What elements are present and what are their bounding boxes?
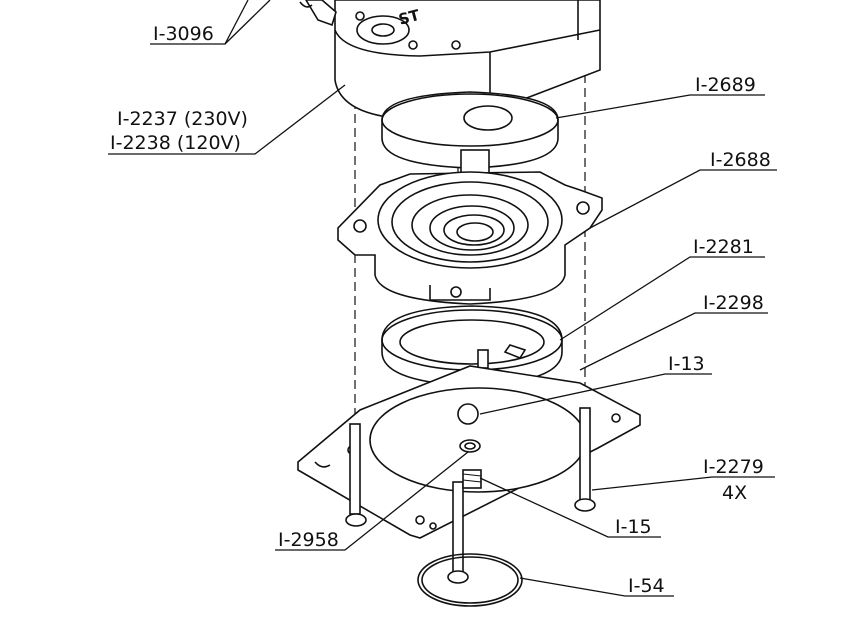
leader-lines [108,0,777,597]
callout-i-2689: I-2689 [695,74,756,96]
callout-i-2238: I-2238 (120V) [110,132,241,154]
callout-i-54: I-54 [628,575,665,597]
seal-ring-part [381,91,559,169]
motor-marking-label: ST [397,6,423,29]
callout-i-13: I-13 [668,353,705,375]
motor-housing: ST [299,0,601,119]
callout-i-2279: I-2279 [703,456,764,478]
mounting-flange-part [337,171,603,305]
spring-part [462,469,482,489]
standoff-posts [345,407,596,584]
callout-i-15: I-15 [615,516,652,538]
callout-quantity-4x: 4X [722,482,747,504]
callout-i-2958: I-2958 [278,529,339,551]
washer-part [459,439,481,453]
callout-i-3096: I-3096 [153,23,214,45]
o-ring-part [417,553,523,607]
callout-i-2688: I-2688 [710,149,771,171]
callout-i-2237: I-2237 (230V) [117,108,248,130]
callout-labels: I-3096 I-2237 (230V) I-2238 (120V) I-268… [110,23,771,597]
ball-part [457,403,479,425]
callout-i-2298: I-2298 [703,292,764,314]
callout-i-2281: I-2281 [693,236,754,258]
